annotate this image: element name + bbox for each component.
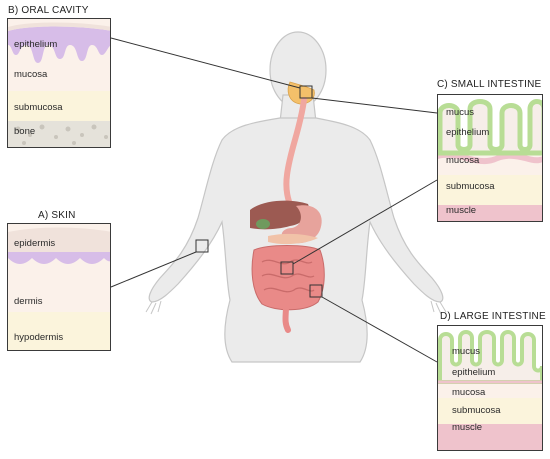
stomach xyxy=(281,205,322,244)
skin-tissue-illustration xyxy=(8,224,110,350)
skin-pointer-square xyxy=(195,239,209,253)
large-intestine-panel: mucus epithelium mucosa submucosa muscle xyxy=(437,325,543,451)
small-intestine-tissue-illustration xyxy=(438,95,542,221)
oral-to-small-connector-line xyxy=(311,97,438,114)
small-intestine-panel: mucus epithelium mucosa submucosa muscle xyxy=(437,94,543,222)
oral-cavity-title: B) ORAL CAVITY xyxy=(8,5,89,16)
skin-connector-line xyxy=(110,251,197,288)
large-intestine-connector-line xyxy=(321,296,438,363)
skin-title: A) SKIN xyxy=(38,210,76,221)
oral-layer-label: submucosa xyxy=(14,102,63,113)
oral-layer-label: bone xyxy=(14,126,36,137)
small-intestine-layer-label: mucosa xyxy=(446,155,480,166)
pancreas xyxy=(268,233,318,245)
large-intestine-pointer-square xyxy=(309,284,323,298)
skin-panel: epidermis dermis hypodermis xyxy=(7,223,111,351)
intestines xyxy=(251,245,325,333)
large-intestine-layer-label: muscle xyxy=(452,422,483,433)
small-intestine-layer-label: submucosa xyxy=(446,181,495,192)
esophagus xyxy=(283,97,307,213)
skin-layer-label: hypodermis xyxy=(14,332,64,343)
oral-pointer-square xyxy=(299,85,313,99)
large-intestine-title: D) LARGE INTESTINE xyxy=(440,311,546,322)
oral-layer-label: mucosa xyxy=(14,69,48,80)
small-intestine-title: C) SMALL INTESTINE xyxy=(437,79,542,90)
oral-layer-label: epithelium xyxy=(14,39,58,50)
oral-tissue-illustration xyxy=(8,19,110,147)
small-intestine-layer-label: epithelium xyxy=(446,127,490,138)
large-intestine-layer-label: epithelium xyxy=(452,367,496,378)
large-intestine-layer-label: mucus xyxy=(452,346,480,357)
small-intestine-connector-line xyxy=(292,179,438,265)
small-intestine-layer-label: muscle xyxy=(446,205,477,216)
large-intestine-layer-label: submucosa xyxy=(452,405,501,416)
large-intestine-layer-label: mucosa xyxy=(452,387,486,398)
large-intestine-tissue-illustration xyxy=(438,326,542,450)
gallbladder xyxy=(256,219,270,229)
oral-cavity-panel: epithelium mucosa submucosa bone xyxy=(7,18,111,148)
skin-layer-label: epidermis xyxy=(14,238,56,249)
human-body-silhouette xyxy=(148,31,444,363)
small-intestine-layer-label: mucus xyxy=(446,107,474,118)
skin-layer-label: dermis xyxy=(14,296,43,307)
oral-connector-line xyxy=(110,37,301,89)
small-intestine-pointer-square xyxy=(280,261,294,275)
